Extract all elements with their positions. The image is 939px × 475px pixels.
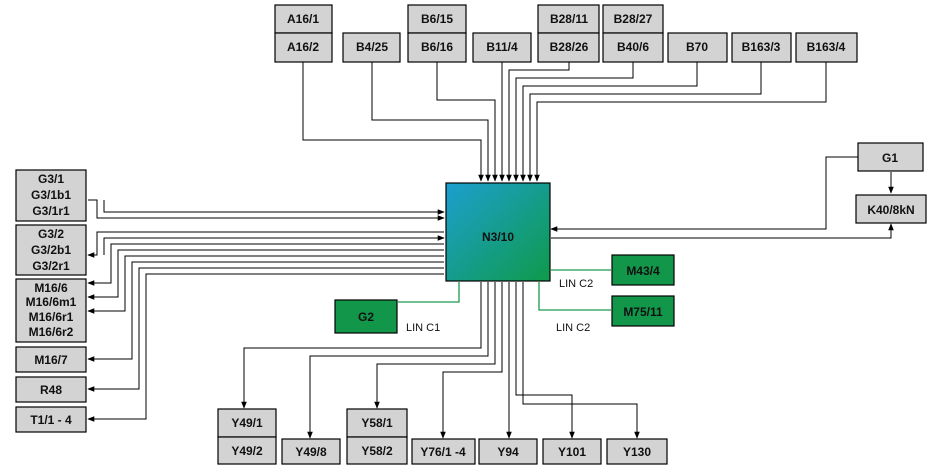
lin-label-g2: LIN C1 [406,322,440,334]
module-g3-1-line-1: G3/1 [38,172,64,186]
module-a16[interactable]: A16/1 A16/2 [274,4,333,63]
left-wires [87,199,445,422]
module-b163-3-line-1: B163/3 [742,40,781,54]
module-b70[interactable]: B70 [667,32,728,63]
center-module[interactable]: N3/10 [445,182,551,282]
module-b28[interactable]: B28/11 B28/26 [537,4,600,63]
lin-modules: M43/4 M75/11 G2 [334,254,675,334]
module-r48[interactable]: R48 [15,376,87,403]
module-b4-line-1: B4/25 [356,40,388,54]
module-m16-6[interactable]: M16/6 M16/6m1 M16/6r1 M16/6r2 [15,278,87,343]
module-m75-label: M75/11 [623,305,663,319]
top-wires [302,62,827,182]
module-g3-2-line-1: G3/2 [38,227,64,241]
module-g3-2[interactable]: G3/2 G3/2b1 G3/2r1 [15,224,87,276]
left-modules: G3/1 G3/1b1 G3/1r1 G3/2 G3/2b1 G3/2r1 M1… [15,169,87,433]
module-g3-1-line-3: G3/1r1 [32,204,70,218]
module-y58[interactable]: Y58/1 Y58/2 [346,408,408,465]
module-g1-line-1: G1 [882,151,898,165]
module-y94-line-1: Y94 [497,445,519,459]
module-m16-7-line-1: M16/7 [34,353,68,367]
module-r48-line-1: R48 [40,383,62,397]
module-b6[interactable]: B6/15 B6/16 [407,4,467,63]
module-y49[interactable]: Y49/1 Y49/2 [217,408,277,465]
module-y49-8-line-1: Y49/8 [295,445,327,459]
module-b11[interactable]: B11/4 [472,32,532,63]
center-module-label: N3/10 [482,230,514,244]
module-g2[interactable]: G2 [334,299,398,334]
module-t1[interactable]: T1/1 - 4 [15,406,87,433]
module-b6-line-1: B6/15 [421,12,453,26]
module-b11-line-1: B11/4 [486,40,518,54]
module-y58-line-2: Y58/2 [361,444,393,458]
module-y58-line-1: Y58/1 [361,416,393,430]
module-g3-1-line-2: G3/1b1 [31,188,71,202]
right-wires [550,156,894,239]
module-a16-line-2: A16/2 [287,40,319,54]
module-m43[interactable]: M43/4 [611,254,675,286]
module-g3-2-line-2: G3/2b1 [31,243,71,257]
module-y76-line-1: Y76/1 -4 [420,445,466,459]
module-m43-label: M43/4 [626,264,660,278]
module-b163-4[interactable]: B163/4 [795,32,858,63]
module-b40[interactable]: B28/27 B40/6 [602,4,664,63]
module-b28-line-2: B28/26 [550,40,589,54]
module-k40[interactable]: K40/8kN [855,194,927,224]
module-b70-line-1: B70 [686,40,708,54]
lin-label-m43: LIN C2 [559,278,593,290]
module-y76[interactable]: Y76/1 -4 [411,438,476,465]
module-t1-line-1: T1/1 - 4 [30,413,72,427]
module-y130-line-1: Y130 [623,445,651,459]
module-y94[interactable]: Y94 [478,438,538,465]
module-g3-2-line-3: G3/2r1 [32,259,70,273]
module-g2-label: G2 [358,310,374,324]
lin-wires: LIN C2 LIN C2 LIN C1 [398,269,611,334]
module-b6-line-2: B6/16 [421,40,453,54]
module-m16-6-line-4: M16/6r2 [29,325,74,339]
module-b4[interactable]: B4/25 [342,32,401,63]
module-g1[interactable]: G1 [857,142,924,172]
module-a16-line-1: A16/1 [287,12,319,26]
module-m16-7[interactable]: M16/7 [15,346,87,373]
module-m75[interactable]: M75/11 [611,295,675,327]
module-m16-6-line-2: M16/6m1 [26,295,77,309]
module-m16-6-line-1: M16/6 [34,281,68,295]
module-y49-line-1: Y49/1 [231,416,263,430]
right-modules: G1 K40/8kN [855,142,927,224]
module-y49-8[interactable]: Y49/8 [281,438,341,465]
bottom-wires [241,282,640,439]
module-y101-line-1: Y101 [558,445,586,459]
module-b163-4-line-1: B163/4 [807,40,846,54]
module-y49-line-2: Y49/2 [231,444,263,458]
module-m16-6-line-3: M16/6r1 [29,310,74,324]
module-b163-3[interactable]: B163/3 [731,32,792,63]
module-y130[interactable]: Y130 [606,438,668,465]
module-k40-line-1: K40/8kN [867,203,914,217]
lin-label-m75: LIN C2 [556,322,590,334]
module-y101[interactable]: Y101 [542,438,602,465]
module-b40-line-2: B40/6 [617,40,649,54]
module-g3-1[interactable]: G3/1 G3/1b1 G3/1r1 [15,169,87,222]
bottom-modules: Y49/1 Y49/2 Y49/8 Y58/1 Y58/2 Y76/1 -4 Y… [217,408,668,465]
module-b28-line-1: B28/11 [550,12,588,26]
top-modules: A16/1 A16/2 B4/25 B6/15 B6/16 B11/4 B28/… [274,4,858,63]
module-b40-line-1: B28/27 [614,12,653,26]
